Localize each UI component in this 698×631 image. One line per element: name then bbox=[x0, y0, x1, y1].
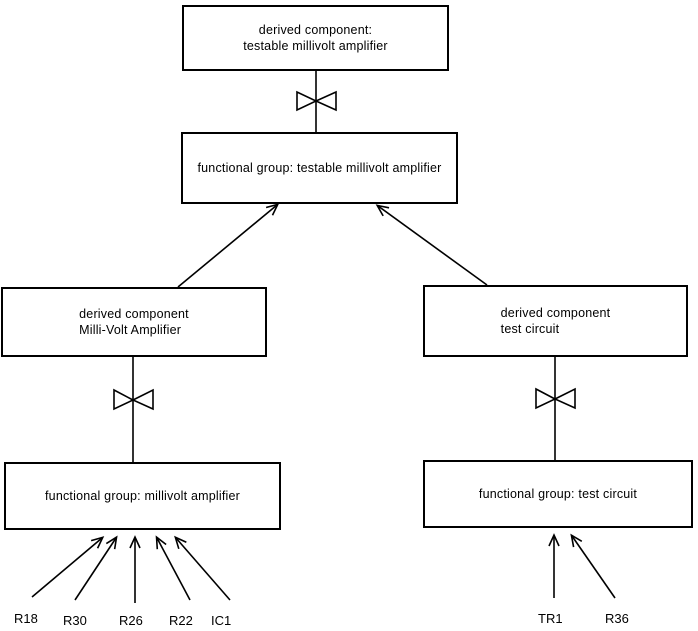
node-text-line1: functional group: testable millivolt amp… bbox=[197, 161, 442, 175]
node-text: functional group: testable millivolt amp… bbox=[197, 160, 441, 176]
connector-leaf-ic1 bbox=[174, 535, 231, 601]
leaf-label-r18[interactable]: R18 bbox=[14, 611, 38, 626]
node-text-line1: functional group: test circuit bbox=[478, 487, 638, 501]
leaf-label-r26[interactable]: R26 bbox=[119, 613, 143, 628]
leaf-label-r22[interactable]: R22 bbox=[169, 613, 193, 628]
node-derived-testable-millivolt-amplifier[interactable]: derived component: testable millivolt am… bbox=[182, 5, 449, 71]
connector-leaf-r30 bbox=[74, 535, 118, 601]
node-text: derived component: testable millivolt am… bbox=[243, 22, 388, 54]
bowtie-icon-right bbox=[535, 387, 576, 410]
bowtie-icon-left bbox=[113, 388, 154, 411]
node-derived-milli-volt-amplifier[interactable]: derived component Milli-Volt Amplifier bbox=[1, 287, 267, 357]
node-derived-test-circuit[interactable]: derived component test circuit bbox=[423, 285, 688, 357]
node-text-line1: derived component bbox=[79, 307, 189, 321]
node-text: derived component test circuit bbox=[501, 305, 611, 337]
node-text: functional group: test circuit bbox=[479, 486, 637, 502]
connector-leaf-r18 bbox=[31, 536, 105, 598]
leaf-label-r36[interactable]: R36 bbox=[605, 611, 629, 626]
node-text: derived component Milli-Volt Amplifier bbox=[79, 306, 189, 338]
node-text-line1: functional group: millivolt amplifier bbox=[45, 489, 240, 503]
connector-left-to-top bbox=[177, 203, 280, 288]
connector-right-to-top bbox=[375, 204, 488, 286]
node-text-line2: test circuit bbox=[500, 322, 560, 336]
node-text-line1: derived component bbox=[500, 306, 611, 320]
node-text-line2: testable millivolt amplifier bbox=[243, 39, 388, 53]
connector-leaf-r22 bbox=[155, 535, 191, 601]
leaf-label-ic1[interactable]: IC1 bbox=[211, 613, 232, 628]
leaf-label-tr1[interactable]: TR1 bbox=[538, 611, 563, 626]
node-functional-group-test-circuit[interactable]: functional group: test circuit bbox=[423, 460, 693, 528]
node-text-line2: Milli-Volt Amplifier bbox=[79, 323, 182, 337]
node-text-line1: derived component: bbox=[258, 23, 373, 37]
connector-leaf-r36 bbox=[570, 533, 616, 599]
leaf-label-r30[interactable]: R30 bbox=[63, 613, 87, 628]
bowtie-icon-top bbox=[296, 90, 337, 112]
node-functional-group-testable-millivolt-amplifier[interactable]: functional group: testable millivolt amp… bbox=[181, 132, 458, 204]
node-text: functional group: millivolt amplifier bbox=[45, 488, 240, 504]
node-functional-group-millivolt-amplifier[interactable]: functional group: millivolt amplifier bbox=[4, 462, 281, 530]
